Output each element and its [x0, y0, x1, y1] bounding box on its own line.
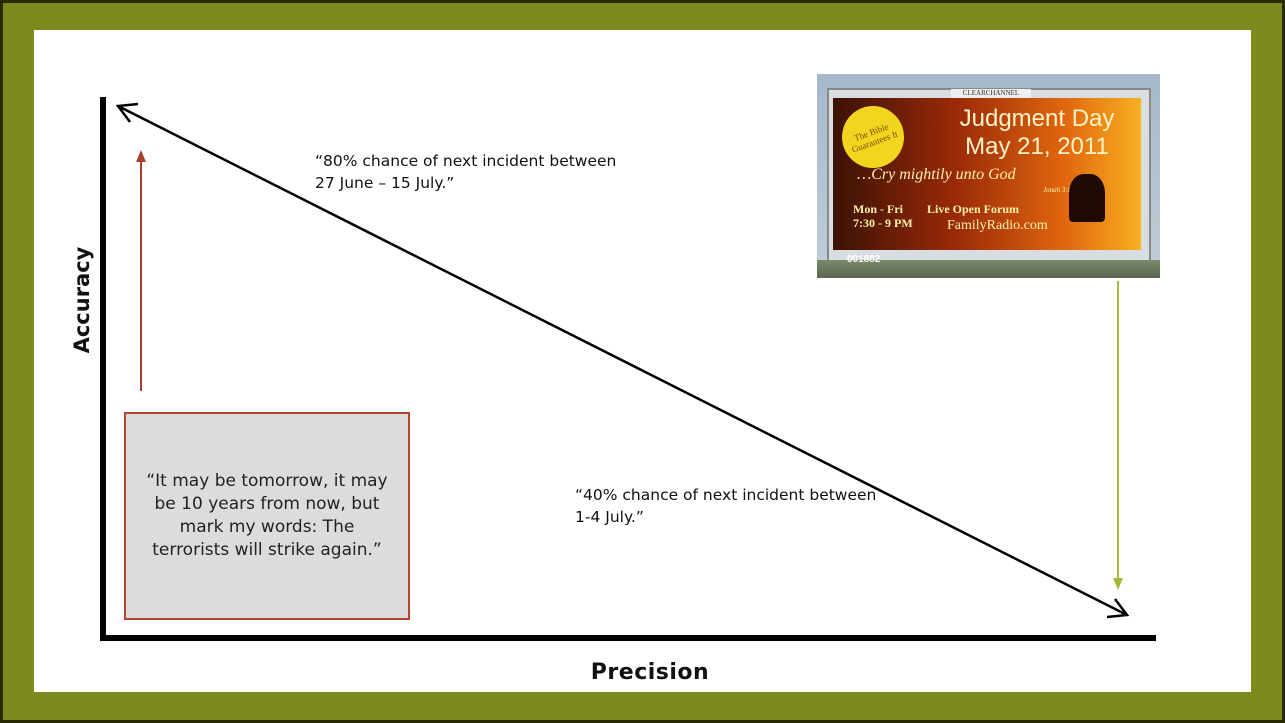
billboard-site: FamilyRadio.com [947, 218, 1048, 233]
quote-80-percent: “80% chance of next incident between 27 … [315, 152, 617, 192]
billboard-schedule: Mon - Fri 7:30 - 9 PM [853, 202, 913, 230]
quote-40-percent: “40% chance of next incident between 1-4… [575, 486, 877, 526]
billboard-brand: CLEARCHANNEL [951, 89, 1031, 98]
y-axis-label: Accuracy [70, 246, 94, 354]
billboard-hours: 7:30 - 9 PM [853, 216, 913, 230]
billboard-cry: …Cry mightily unto God [857, 166, 1016, 183]
vague-prediction-text: “It may be tomorrow, it may be 10 years … [146, 471, 388, 560]
kneeling-figure-icon [1069, 174, 1105, 222]
billboard-date: May 21, 2011 [965, 133, 1109, 160]
billboard-verse: Jonah 3:8 [1043, 186, 1072, 194]
vague-prediction-box: “It may be tomorrow, it may be 10 years … [124, 412, 410, 620]
x-axis-label: Precision [590, 660, 710, 685]
tradeoff-arrow [117, 104, 1128, 617]
billboard-ground [817, 260, 1160, 278]
tradeoff-arrowhead-start [115, 102, 139, 123]
billboard-photo: CLEARCHANNEL The Bible Guarantees It Jud… [817, 74, 1160, 278]
billboard-title: Judgment Day [959, 105, 1115, 132]
tradeoff-arrowhead-end [1106, 598, 1130, 619]
billboard-days: Mon - Fri [853, 202, 903, 216]
billboard-panel-number: 001882 [847, 254, 881, 265]
billboard-forum: Live Open Forum [927, 202, 1019, 216]
